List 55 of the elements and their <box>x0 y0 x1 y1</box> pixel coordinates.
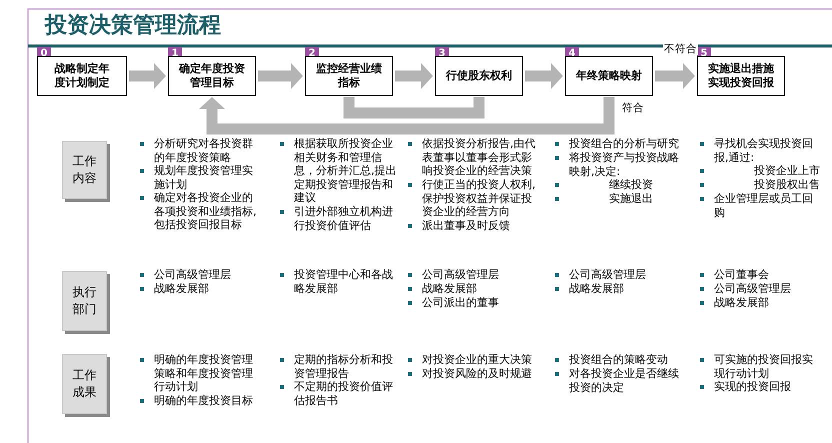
bullet-item: 公司高级管理层 <box>406 268 541 282</box>
bullet-item: 对各投资企业是否继续投资的决定 <box>553 367 683 394</box>
bullet-item: 根据获取所投资企业相关财务和管理信息，分析并汇总,提出定期投资管理报告和建议 <box>278 137 403 205</box>
bullet-item: 实施退出 <box>553 192 683 206</box>
bullet-item: 行使正当的投资人权利,保护投资权益并保证投资企业的经营方向 <box>406 178 541 219</box>
bullet-item: 引进外部独立机构进行投资价值评估 <box>278 205 403 232</box>
bullet-item: 投资组合的分析与研究 <box>553 137 683 151</box>
bullet-item: 对投资风险的及时规避 <box>406 367 541 381</box>
bullet-item: 确定对各投资企业的各项投资和业绩指标,包括投资回报目标 <box>138 191 263 232</box>
bullet-item: 企业管理层或员工回购 <box>698 192 823 220</box>
bullet-item: 投资股权出售 <box>698 178 823 192</box>
process-box: 年终策略映射 <box>565 56 653 96</box>
bullet-item: 战略发展部 <box>406 282 541 296</box>
bullet-item: 寻找机会实现投资回报,通过: <box>698 137 823 164</box>
row-header-box: 执行部门 <box>62 271 107 331</box>
row-header-box: 工作成果 <box>62 354 107 414</box>
bullet-item: 投资企业上市 <box>698 164 823 178</box>
bullet-item: 公司高级管理层 <box>553 268 683 282</box>
process-box: 行使股东权利 <box>435 56 523 96</box>
bullet-item: 公司高级管理层 <box>138 268 263 282</box>
bullet-item: 战略发展部 <box>138 282 263 296</box>
bullet-item: 派出董事及时反馈 <box>406 219 541 233</box>
bullet-item: 投资组合的策略变动 <box>553 353 683 367</box>
bullet-item: 继续投资 <box>553 178 683 192</box>
bullet-item: 公司高级管理层 <box>698 282 823 296</box>
row-header-box: 工作内容 <box>62 141 107 199</box>
arrow <box>258 63 303 89</box>
bullet-item: 公司派出的董事 <box>406 296 541 310</box>
bullet-item: 对投资企业的重大决策 <box>406 353 541 367</box>
arrow <box>655 63 695 89</box>
bullet-item: 定期的指标分析和投资管理报告 <box>278 353 403 380</box>
bullet-item: 可实施的投资回报实现行动计划 <box>698 353 823 380</box>
bullet-item: 不定期的投资价值评估报告书 <box>278 380 403 408</box>
bullet-item: 战略发展部 <box>553 282 683 296</box>
bullet-item: 明确的年度投资管理策略和年度投资管理行动计划 <box>138 353 263 394</box>
title: 投资决策管理流程 <box>45 11 221 40</box>
arrow <box>525 63 563 89</box>
edge-label: 不符合 <box>663 43 698 55</box>
bullet-item: 战略发展部 <box>698 296 823 310</box>
bullet-item: 明确的年度投资目标 <box>138 394 263 408</box>
arrow <box>129 63 166 89</box>
bullet-item: 分析研究对各投资群的年度投资策略 <box>138 137 263 164</box>
process-box: 确定年度投资管理目标 <box>168 56 256 96</box>
edge-label: 符合 <box>621 102 645 114</box>
process-box: 实施退出措施实现投资回报 <box>697 56 785 96</box>
process-box: 战略制定年度计划制定 <box>37 56 127 96</box>
bullet-item: 实现的投资回报 <box>698 380 823 394</box>
connector <box>344 97 484 118</box>
process-box: 监控经营业绩指标 <box>305 56 393 96</box>
arrow <box>395 63 433 89</box>
bullet-item: 投资管理中心和各战略发展部 <box>278 268 403 296</box>
bullet-item: 公司董事会 <box>698 268 823 282</box>
bullet-item: 规划年度投资管理实施计划 <box>138 164 263 192</box>
bullet-item: 依据投资分析报告,由代表董事以董事会形式影响投资企业的经营决策 <box>406 137 541 178</box>
bullet-item: 将投资资产与投资战略映射,决定: <box>553 151 683 178</box>
